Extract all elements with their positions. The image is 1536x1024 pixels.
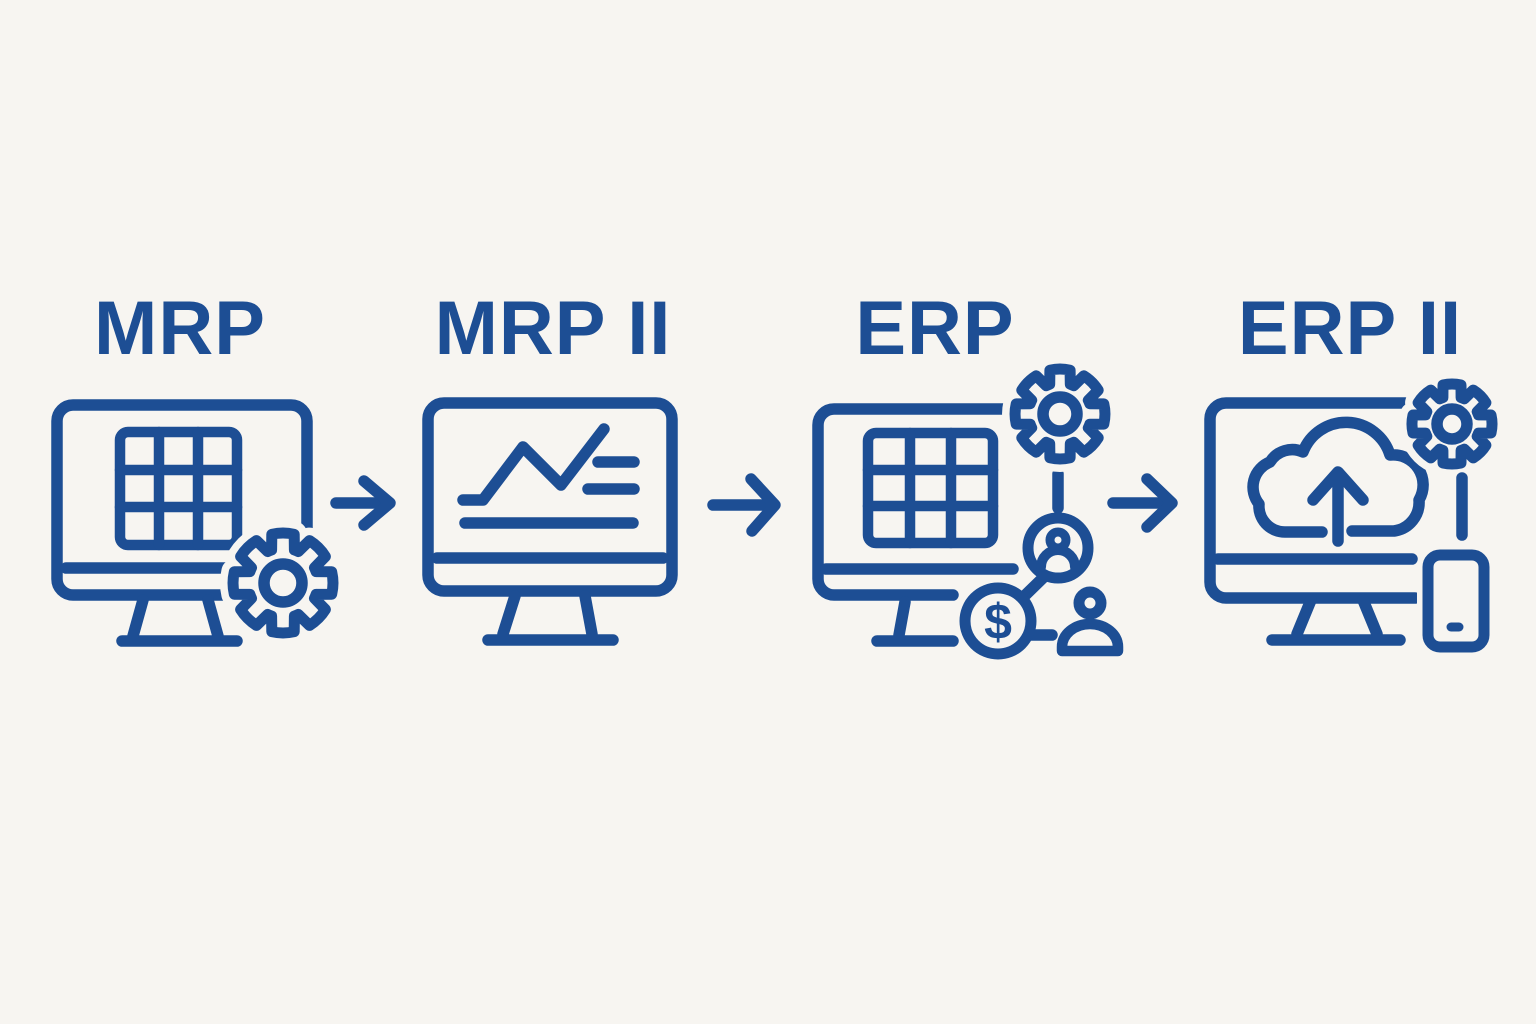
monitor-icon	[422, 397, 678, 646]
stage-erp: ERP $	[812, 286, 1124, 660]
monitor-stand	[1266, 594, 1406, 646]
dollar-symbol: $	[984, 594, 1012, 650]
gear-icon	[1002, 356, 1118, 472]
smartphone-body	[1422, 549, 1490, 653]
person-icon	[1056, 586, 1124, 657]
gear-icon	[220, 520, 346, 646]
grid-lines	[114, 426, 243, 551]
stage-erp2: ERP II	[1204, 286, 1506, 658]
line-chart-icon	[457, 423, 640, 529]
gear-hub	[1431, 403, 1473, 445]
cloud-upload-icon	[1247, 416, 1429, 547]
stage-label-mrp: MRP	[94, 286, 266, 371]
monitor-frame	[1204, 397, 1421, 604]
stage-label-mrp2: MRP II	[435, 286, 672, 371]
stage-mrp: MRP	[51, 286, 346, 647]
gear-hub	[258, 558, 308, 608]
upload-arrow	[1307, 466, 1369, 547]
chart-trend-line	[457, 423, 610, 506]
grid-icon	[114, 426, 243, 551]
smartphone-icon	[1417, 544, 1495, 658]
dollar-icon: $	[959, 582, 1037, 660]
monitor-frame	[51, 399, 313, 601]
cloud-outline	[1247, 416, 1429, 538]
arrow-head	[1141, 473, 1178, 533]
monitor-icon	[1204, 397, 1421, 646]
gear-hub	[1037, 391, 1083, 437]
grid-icon	[862, 427, 999, 549]
gear-outline	[1009, 363, 1111, 465]
grid-lines	[862, 427, 999, 549]
gear-outline	[1406, 378, 1498, 470]
grid-border	[862, 427, 999, 549]
stage-label-erp: ERP	[855, 286, 1014, 371]
dollar-circle	[959, 582, 1037, 660]
monitor-stand	[482, 590, 619, 646]
monitor-stand	[116, 594, 243, 647]
user-circle-icon	[1022, 512, 1094, 584]
monitor-stand	[871, 596, 959, 647]
gear-outline	[227, 527, 339, 639]
person-body	[1056, 618, 1124, 657]
arrow-head	[745, 473, 781, 537]
arrow-right-icon	[1107, 473, 1178, 533]
stage-mrp2: MRP II	[422, 286, 678, 646]
monitor-frame	[422, 397, 678, 597]
chart-legend-dashes	[582, 456, 640, 495]
grid-border	[114, 426, 243, 551]
user-shoulders	[1036, 545, 1080, 572]
arrow-right-icon	[330, 475, 396, 531]
gear-icon	[1398, 370, 1506, 478]
monitor-icon	[51, 399, 313, 647]
person-head	[1073, 586, 1107, 620]
monitor-frame	[812, 403, 1011, 601]
monitor-icon	[812, 403, 1019, 647]
arrow-head	[358, 475, 396, 531]
arrow-right-icon	[707, 473, 781, 537]
stage-label-erp2: ERP II	[1238, 286, 1462, 371]
